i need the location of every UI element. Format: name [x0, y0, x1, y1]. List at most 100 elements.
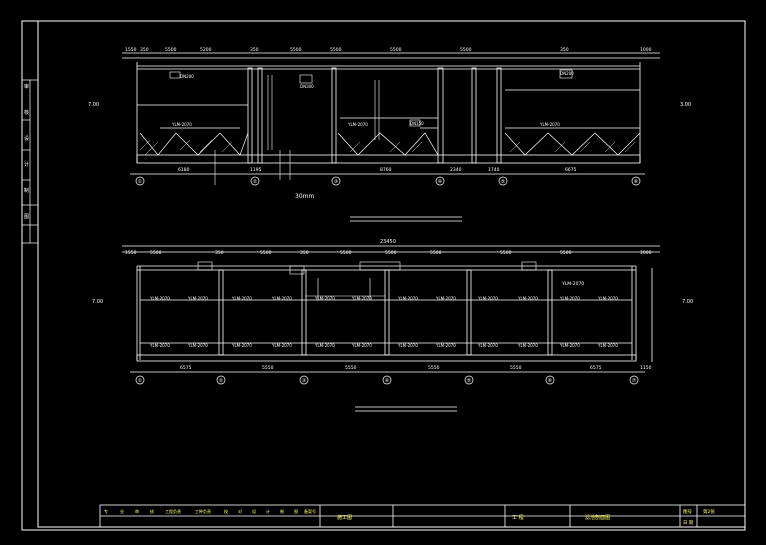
- section-1-bottom-dim: 6675: [565, 167, 577, 173]
- section-2-unit-label-lower: YLM-2070: [231, 343, 252, 348]
- section-2-bottom-dim: 5550: [428, 365, 440, 371]
- title-block-cell: 校: [224, 508, 228, 514]
- section-2-top-dim: 5500: [150, 250, 162, 256]
- section-2-top-dim: 5500: [260, 250, 272, 256]
- section-2-axis-2: ②: [219, 378, 224, 384]
- section-2-unit-label-upper: YLM-2070: [597, 296, 618, 301]
- title-block-cell: 对: [238, 508, 242, 514]
- section-2-bottom-dim: 6575: [180, 365, 192, 371]
- title-block-cell: 工种负责: [195, 508, 211, 514]
- hoppers-section-1: [139, 132, 641, 156]
- title-drawing-no: 施工图: [337, 514, 352, 521]
- section-2-unit-label-upper: YLM-2070: [149, 296, 170, 301]
- section-2-axis-3-circle: [299, 375, 309, 385]
- section-1-axis-1: ①: [138, 179, 143, 185]
- section-2-axis-3: ③: [302, 378, 306, 384]
- title-sheet-label: 图号: [683, 509, 692, 515]
- section-2-axis-5-circle: [464, 375, 474, 385]
- title-block-cell: 图: [294, 508, 298, 514]
- section-1-axis-5-circle: [498, 176, 508, 186]
- section-1-top-dim: 350: [250, 47, 259, 53]
- section-2-unit-label-lower: YLM-2070: [271, 343, 292, 348]
- section-2-unit-label-lower: YLM-2070: [517, 343, 538, 348]
- pipes-section-1: [169, 69, 573, 185]
- left-binding-strip: [22, 79, 38, 244]
- section-1-elev-left: 7.00: [88, 102, 99, 108]
- title-block-cells: 专业审核工程负责工种负责校对设计制图备案号: [104, 508, 316, 514]
- section-1-top-dim: 5500: [290, 47, 302, 53]
- section-2-unit-label-lower: YLM-2070: [149, 343, 170, 348]
- title-block-cell: 计: [266, 508, 270, 514]
- section-1-bottom-dim: 1740: [488, 167, 500, 173]
- section-2-unit-label-lower: YLM-2070: [597, 343, 618, 348]
- section-2-bottom-dim: 5550: [345, 365, 357, 371]
- section-2-axis-4: ④: [385, 378, 390, 384]
- section-1-top-dim: 1550: [125, 47, 137, 53]
- pipes-section-2: [197, 261, 537, 300]
- section-2-axis-5: ⑤: [467, 378, 471, 384]
- section-1-pipe-label: DN200: [560, 71, 574, 76]
- section-2-elev-right: 7.00: [682, 299, 693, 305]
- title-block-cell: 核: [150, 508, 154, 514]
- section-2-unit-label-lower: YLM-2070: [314, 343, 335, 348]
- title-block: [99, 504, 746, 528]
- section-2-unit-label-lower: YLM-2070: [477, 343, 498, 348]
- section-1-axis-2: ②: [253, 179, 258, 185]
- section-2-unit-label-lower: YLM-2070: [351, 343, 372, 348]
- section-2-unit-label-lower: YLM-2070: [559, 343, 580, 348]
- outer-frame: [21, 20, 746, 531]
- title-block-cell: 业: [120, 508, 124, 514]
- left-strip-label: 核: [24, 109, 29, 116]
- section-1-top-dim: 5200: [200, 47, 212, 53]
- section-1-bottom-dim: 1195: [250, 167, 262, 173]
- section-1-axis-5: ⑤: [501, 179, 505, 185]
- section-2-unit-label-upper: YLM-2070: [351, 296, 372, 301]
- section-1-bottom-dim: 8760: [380, 167, 392, 173]
- section-2-top-dim: 5500: [385, 250, 397, 256]
- section-1-top-dim: 5500: [460, 47, 472, 53]
- section-2-top-dim: 350: [215, 250, 224, 256]
- section-1-top-dim: 5500: [330, 47, 342, 53]
- section-2-top-dim: 1550: [125, 250, 137, 256]
- section-2-unit-label-upper: YLM-2070: [271, 296, 292, 301]
- left-strip-label: 审: [24, 83, 29, 90]
- section-2-total-dim: 23450: [380, 239, 396, 245]
- left-strip-label: 设: [24, 135, 29, 142]
- section-2-axis-6: ⑥: [548, 378, 553, 384]
- section-1-axis-3-circle: [331, 176, 341, 186]
- title-drawing-title: 滤池剖面图: [585, 514, 610, 521]
- section-2-axis-1: ①: [138, 378, 143, 384]
- section-1-axis-1-circle: [135, 176, 145, 186]
- section-2-bottom-dim: 5550: [510, 365, 522, 371]
- section-2-unit-label-upper: YLM-2070: [559, 296, 580, 301]
- section-1-axis-3: ③: [334, 179, 338, 185]
- left-strip-label: 计: [24, 161, 29, 168]
- section-2-axis-2-circle: [216, 375, 226, 385]
- section-2-axis-bubbles: ① ② ③ ④ ⑤ ⑥ ⑦: [135, 375, 639, 385]
- section-2-unit-label: YLM-2070: [561, 281, 584, 287]
- section-1-top-dim: 5500: [390, 47, 402, 53]
- section-2-axis-1-circle: [135, 375, 145, 385]
- section-2-elev-left: 7.00: [92, 299, 103, 305]
- section-2-unit-label-upper: YLM-2070: [477, 296, 498, 301]
- section-1-scale-note: 30mm: [295, 193, 314, 200]
- section-2-unit-label-upper: YLM-2070: [314, 296, 335, 301]
- left-strip-label: 制: [24, 187, 29, 194]
- section-2-axis-7: ⑦: [632, 378, 637, 384]
- section-2-bottom-dim: 5550: [262, 365, 274, 371]
- section-1-top-dim: 350: [560, 47, 569, 53]
- section-1-hopper-label: YLM-2070: [171, 122, 192, 127]
- section-2-axis-7-circle: [629, 375, 639, 385]
- section-2-bottom-dim: 1150: [640, 365, 652, 371]
- section-2-unit-label-lower: YLM-2070: [435, 343, 456, 348]
- section-1-top-dim: 1000: [640, 47, 652, 53]
- title-rev-label: 日 期: [683, 520, 694, 526]
